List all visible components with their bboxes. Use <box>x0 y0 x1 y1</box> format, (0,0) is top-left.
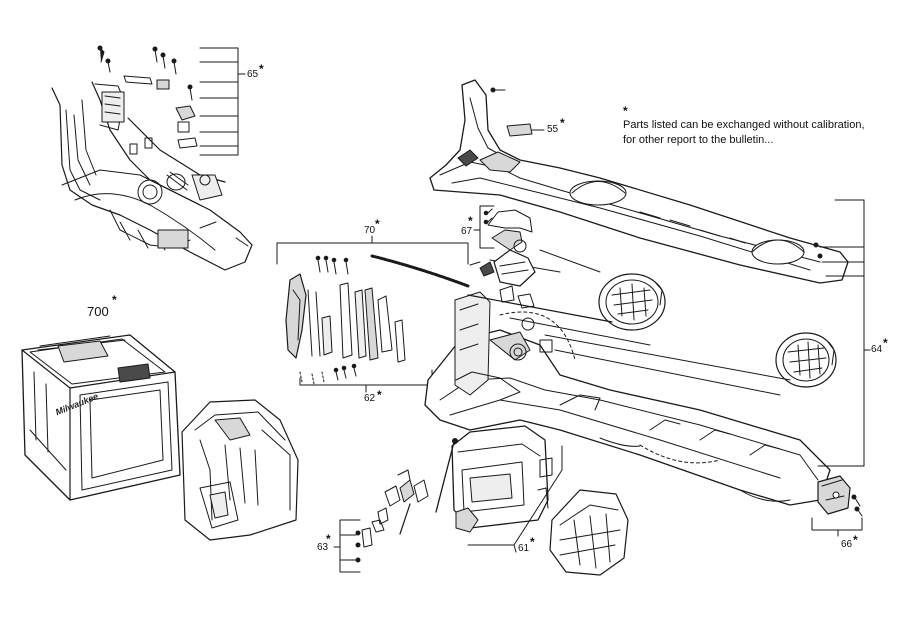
bracket-61 <box>467 445 563 553</box>
bracket-66 <box>811 517 863 537</box>
callout-65: 65 <box>247 69 259 80</box>
callout-63-star: * <box>326 532 331 546</box>
detail-view-top-left <box>51 75 253 271</box>
note-line-2: for other report to the bulletin... <box>623 134 774 146</box>
callout-700: 700 <box>87 304 109 319</box>
callout-61-star: * <box>530 535 535 549</box>
gear-disc-upper <box>598 273 666 331</box>
bracket-65 <box>199 47 246 156</box>
callout-64-star: * <box>883 336 888 350</box>
label-plate-55 <box>506 123 533 137</box>
callout-700-star: * <box>112 293 117 307</box>
note-asterisk: * <box>623 104 628 118</box>
callout-64: 64 <box>871 344 883 355</box>
module-70-parts <box>285 254 470 385</box>
callout-55-star: * <box>560 116 565 130</box>
carry-case <box>21 334 181 501</box>
corner-cutaway-detail <box>549 489 629 576</box>
callout-61: 61 <box>518 543 530 554</box>
case-interior-detail <box>181 399 299 541</box>
callout-67: 67 <box>461 226 473 237</box>
callout-70-star: * <box>375 217 380 231</box>
bracket-67 <box>473 205 495 249</box>
callout-62: 62 <box>364 393 376 404</box>
callout-55: 55 <box>547 124 559 135</box>
callout-67-star: * <box>468 214 473 228</box>
callout-65-star: * <box>259 62 264 76</box>
calibration-note: Parts listed can be exchanged without ca… <box>623 118 865 148</box>
bracket-63 <box>333 519 361 573</box>
screws-64 <box>813 242 823 259</box>
end-cap-66 <box>817 475 863 517</box>
callout-63: 63 <box>317 542 329 553</box>
module-67-parts <box>469 87 536 331</box>
screw-set-65 <box>97 45 193 101</box>
callout-66-star: * <box>853 533 858 547</box>
module-63-parts <box>361 438 458 548</box>
bracket-62 <box>299 369 433 393</box>
screws-63 <box>355 530 361 563</box>
callout-66: 66 <box>841 539 853 550</box>
cover-61 <box>451 425 553 533</box>
bracket-70 <box>276 235 469 265</box>
bracket-64 <box>817 199 871 467</box>
gear-disc-lower <box>775 332 837 388</box>
callout-62-star: * <box>377 388 382 402</box>
callout-70: 70 <box>364 225 376 236</box>
note-line-1: Parts listed can be exchanged without ca… <box>623 119 865 131</box>
